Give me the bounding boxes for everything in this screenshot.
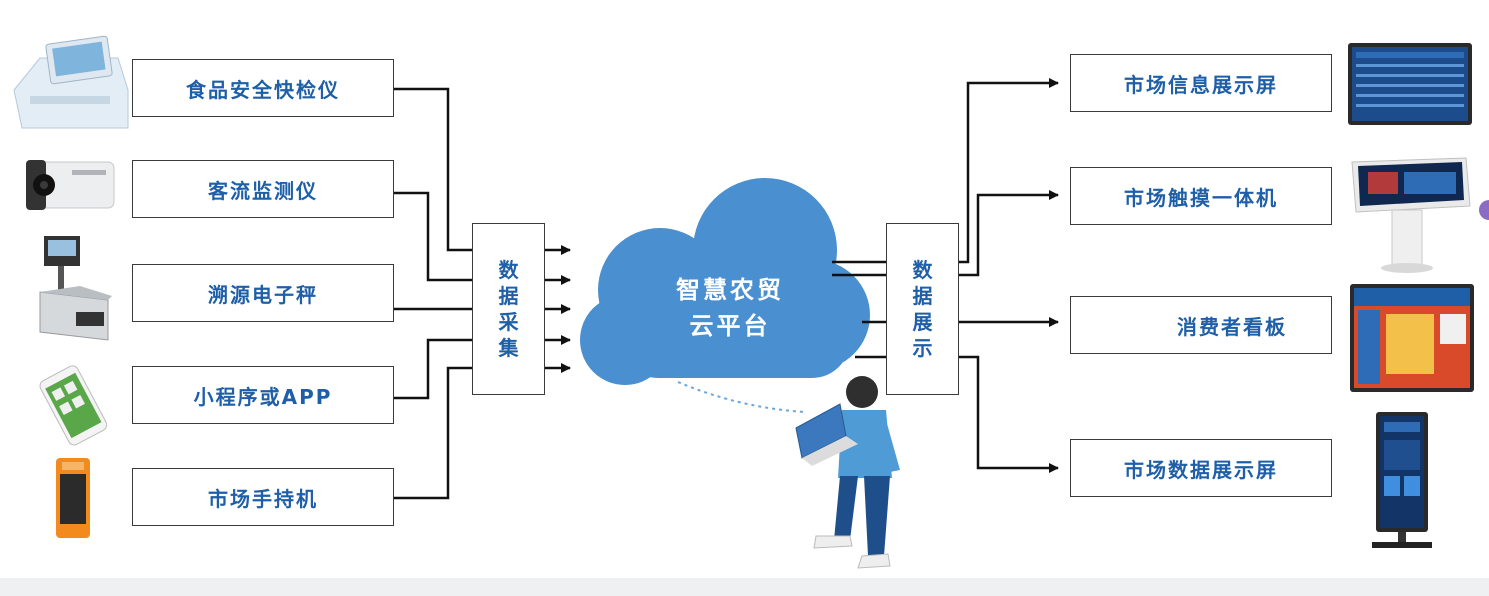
left-connectors	[394, 87, 472, 500]
cloud-to-display-lines	[832, 260, 888, 359]
output-box-market-info-screen: 市场信息展示屏	[1070, 54, 1332, 112]
output-label: 市场触摸一体机	[1124, 185, 1278, 210]
device-box-traceability-scale: 溯源电子秤	[132, 264, 394, 322]
device-label: 食品安全快检仪	[186, 77, 340, 102]
output-label: 市场数据展示屏	[1124, 457, 1278, 482]
data-collection-label: 数据采集	[498, 258, 519, 360]
right-connectors	[959, 78, 1059, 473]
data-display-label: 数据展示	[912, 258, 933, 360]
cloud-platform-title: 智慧农贸 云平台	[640, 272, 820, 344]
security-camera-icon	[26, 160, 115, 210]
device-label: 市场手持机	[208, 486, 318, 511]
smartphone-icon	[39, 365, 108, 446]
output-box-market-touch-kiosk: 市场触摸一体机	[1070, 167, 1332, 225]
device-box-market-handheld: 市场手持机	[132, 468, 394, 526]
output-box-consumer-board: 消费者看板	[1070, 296, 1332, 354]
bottom-band	[0, 578, 1489, 596]
cloud-title-line2: 云平台	[689, 312, 771, 340]
device-box-mini-program-app: 小程序或APP	[132, 366, 394, 424]
cloud-shape	[580, 178, 870, 385]
cloud-title-line1: 智慧农贸	[676, 276, 784, 304]
device-box-food-safety-tester: 食品安全快检仪	[132, 59, 394, 117]
data-collection-box: 数据采集	[472, 223, 545, 395]
touch-kiosk-icon	[1351, 157, 1489, 273]
output-label: 市场信息展示屏	[1124, 72, 1278, 97]
output-label: 消费者看板	[1177, 314, 1287, 339]
food-safety-tester-icon	[13, 35, 129, 129]
device-label: 客流监测仪	[208, 178, 318, 203]
device-label: 小程序或APP	[193, 384, 333, 409]
info-display-screen-icon	[1348, 43, 1472, 125]
data-display-box: 数据展示	[886, 223, 959, 395]
output-box-market-data-screen: 市场数据展示屏	[1070, 439, 1332, 497]
device-box-passenger-flow-monitor: 客流监测仪	[132, 160, 394, 218]
electronic-scale-icon	[39, 236, 112, 341]
handheld-terminal-icon	[56, 458, 90, 538]
collect-arrows	[545, 245, 571, 373]
dotted-link	[677, 381, 806, 413]
data-display-stand-icon	[1372, 412, 1432, 548]
consumer-board-icon	[1350, 284, 1474, 392]
person-with-laptop-icon	[795, 376, 900, 569]
device-label: 溯源电子秤	[208, 282, 318, 307]
